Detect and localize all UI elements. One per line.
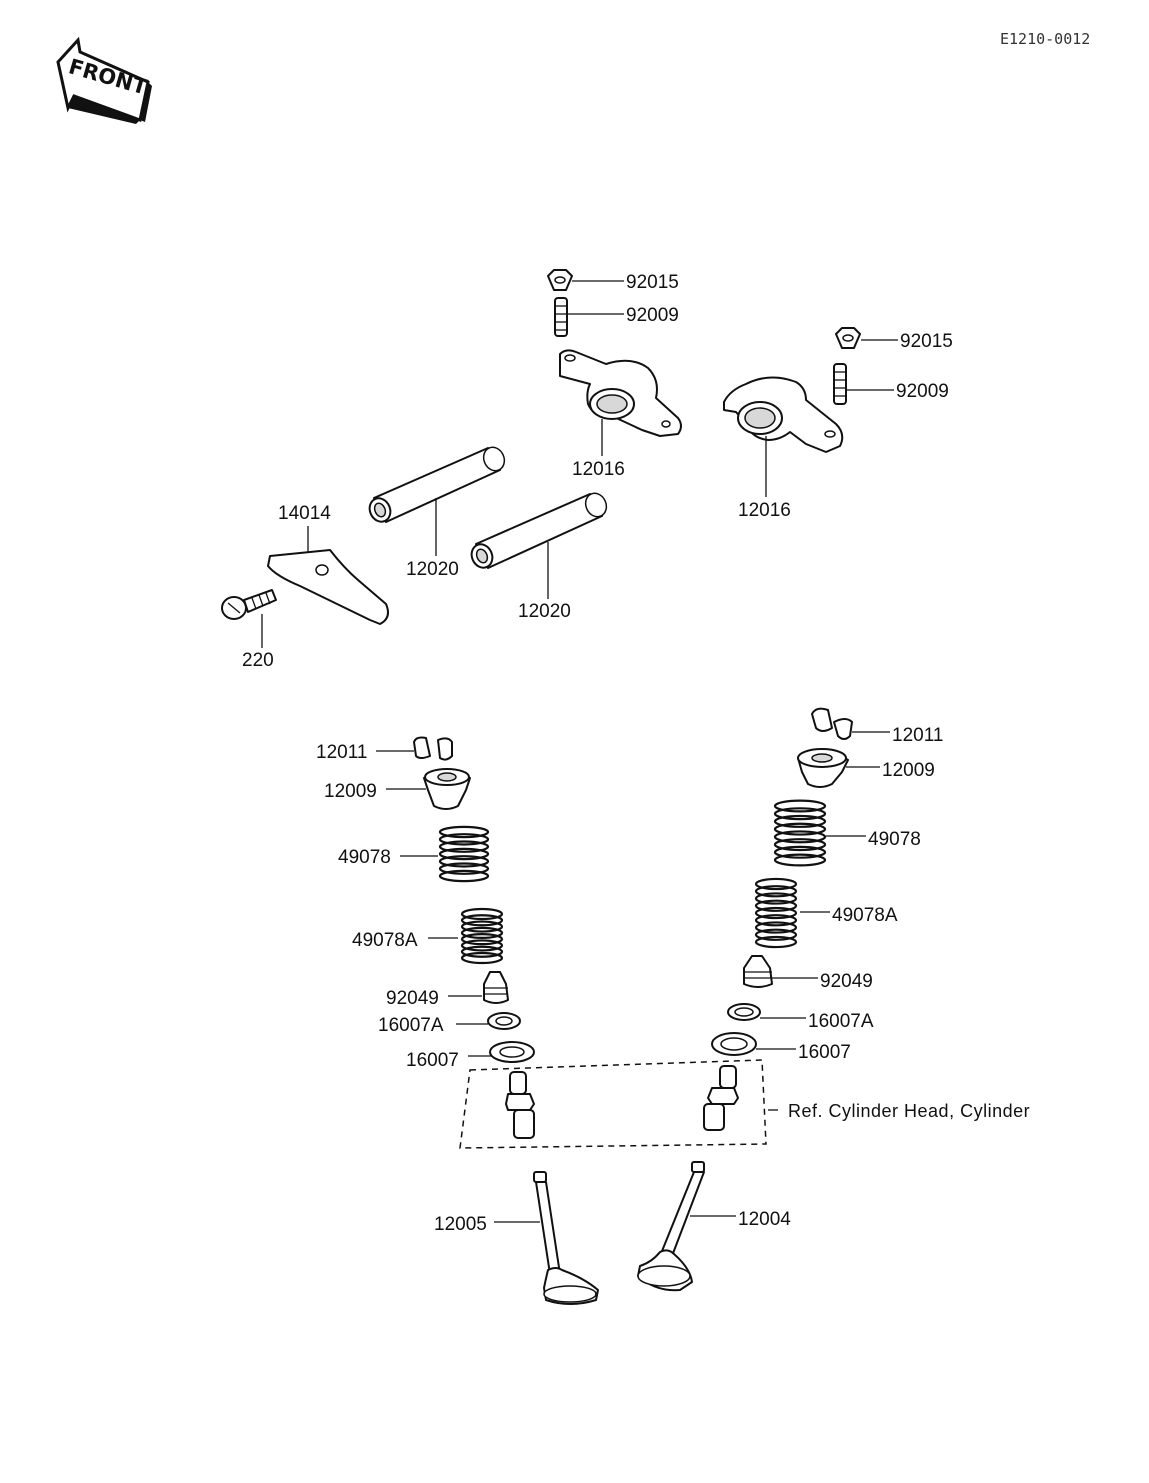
label-seat-r: 16007 (798, 1042, 851, 1063)
label-retainer-l: 12009 (324, 781, 377, 802)
label-valve-exhaust: 12005 (434, 1214, 487, 1235)
label-shaft-b: 12020 (518, 601, 571, 622)
collet-r-icon (811, 707, 853, 740)
label-valve-intake: 12004 (738, 1209, 791, 1230)
spring-inner-l-icon (460, 907, 504, 965)
stem-seal-l-icon (483, 971, 509, 1004)
spring-inner-r-icon (754, 877, 798, 949)
label-seat-small-r: 16007A (808, 1011, 874, 1032)
label-seal-r: 92049 (820, 971, 873, 992)
label-collet-l: 12011 (316, 742, 367, 763)
label-spring-outer-r: 49078 (868, 829, 921, 850)
valve-guide-l-icon (505, 1071, 535, 1139)
nut-b-icon (835, 327, 861, 349)
label-spring-inner-l: 49078A (352, 930, 418, 951)
label-shaft-a: 12020 (406, 559, 459, 580)
spring-outer-l-icon (438, 825, 490, 883)
label-rocker-b: 12016 (738, 500, 791, 521)
rocker-shaft-b-icon (470, 492, 608, 569)
label-nut-b: 92015 (900, 331, 953, 352)
label-nut-a: 92015 (626, 272, 679, 293)
label-seat-small-l: 16007A (378, 1015, 444, 1036)
rocker-arm-b-icon (723, 376, 844, 453)
label-seal-l: 92049 (386, 988, 439, 1009)
reference-box (459, 1059, 767, 1149)
label-retainer-r: 12009 (882, 760, 935, 781)
label-rocker-a: 12016 (572, 459, 625, 480)
label-seat-l: 16007 (406, 1050, 459, 1071)
stem-seal-r-icon (743, 955, 773, 988)
bolt-icon (221, 589, 277, 620)
washer-l-icon (489, 1041, 535, 1063)
label-collet-r: 12011 (892, 725, 943, 746)
nut-a-icon (547, 269, 573, 291)
stud-b-icon (833, 363, 847, 405)
retainer-r-icon (797, 748, 849, 788)
retaining-plate-icon (267, 549, 389, 625)
rocker-arm-a-icon (559, 349, 682, 437)
label-stud-b: 92009 (896, 381, 949, 402)
exhaust-valve-icon (533, 1171, 599, 1305)
label-spring-outer-l: 49078 (338, 847, 391, 868)
washer-small-l-icon (487, 1012, 521, 1030)
retainer-l-icon (423, 768, 471, 810)
label-spring-inner-r: 49078A (832, 905, 898, 926)
collet-l-icon (413, 736, 453, 761)
spring-outer-r-icon (773, 799, 827, 867)
label-plate: 14014 (278, 503, 331, 524)
diagram-code: E1210-0012 (1000, 30, 1090, 48)
intake-valve-icon (637, 1161, 705, 1292)
stud-a-icon (554, 297, 568, 337)
reference-note: Ref. Cylinder Head, Cylinder (788, 1101, 1030, 1121)
label-bolt: 220 (242, 650, 274, 671)
rocker-shaft-a-icon (368, 446, 506, 523)
valve-guide-r-icon (703, 1065, 739, 1131)
washer-small-r-icon (727, 1003, 761, 1021)
front-arrow-icon: FRONT (56, 36, 152, 124)
label-stud-a: 92009 (626, 305, 679, 326)
washer-r-icon (711, 1032, 757, 1056)
